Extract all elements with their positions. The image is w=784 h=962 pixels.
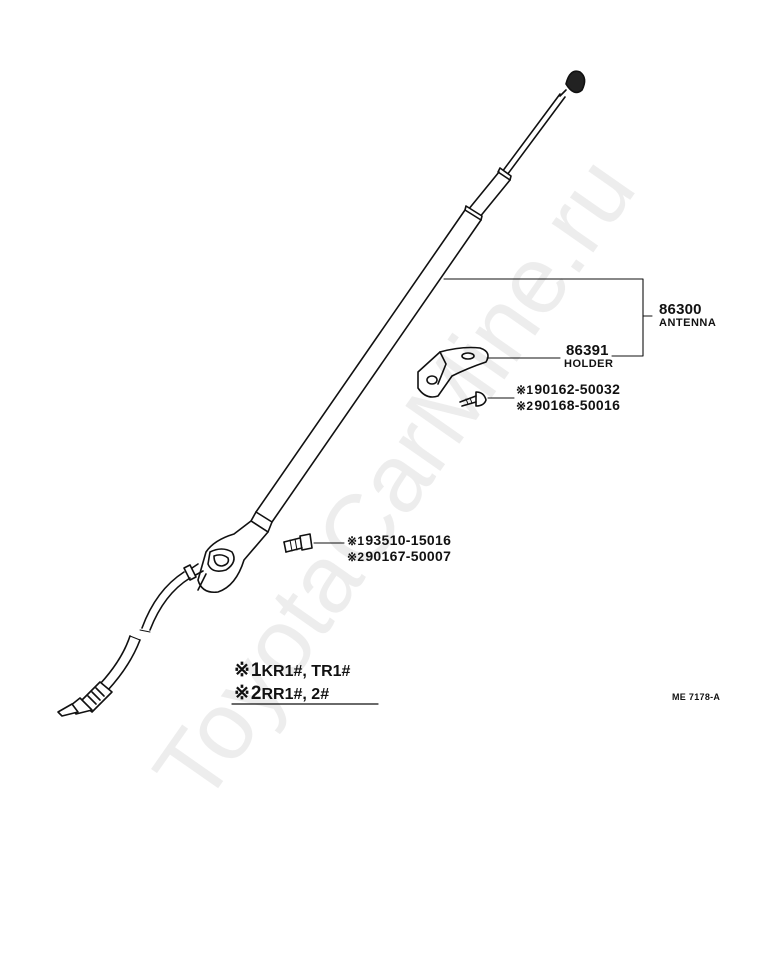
part-number: 93510-15016 xyxy=(365,532,452,548)
antenna-base xyxy=(183,520,269,594)
antenna-mast xyxy=(250,205,483,533)
note-mark: ※ xyxy=(234,683,250,704)
holder-screw xyxy=(459,391,487,407)
holder-part-number: 86391 xyxy=(566,342,609,359)
legend-number: 1 xyxy=(250,660,262,681)
holder-screw-part-1: ※190162-50032 xyxy=(516,382,620,396)
legend-row-1: ※1KR1#, TR1# xyxy=(234,661,350,680)
note-mark: ※2 xyxy=(516,399,534,413)
holder-caption: HOLDER xyxy=(564,358,614,370)
antenna-rod-thin xyxy=(501,93,566,176)
antenna-caption: ANTENNA xyxy=(659,317,717,329)
note-mark: ※1 xyxy=(516,383,534,397)
antenna-rod-middle xyxy=(467,167,512,219)
note-mark: ※1 xyxy=(347,534,365,548)
antenna-part-number: 86300 xyxy=(659,301,702,318)
part-number: 90168-50016 xyxy=(534,397,621,413)
holder-bracket xyxy=(417,346,489,398)
antenna-plug xyxy=(57,681,113,717)
legend-number: 2 xyxy=(250,683,262,704)
legend-row-2: ※2RR1#, 2# xyxy=(234,684,329,703)
antenna-cable xyxy=(99,571,191,691)
base-bolt xyxy=(283,533,313,553)
legend-models: KR1#, TR1# xyxy=(261,663,351,680)
diagram-code: ME 7178-A xyxy=(672,692,721,702)
note-mark: ※2 xyxy=(347,550,365,564)
leader-lines xyxy=(313,278,653,544)
part-number: 90167-50007 xyxy=(365,548,452,564)
part-number: 90162-50032 xyxy=(534,381,621,397)
base-bolt-part-1: ※193510-15016 xyxy=(347,533,451,547)
holder-screw-part-2: ※290168-50016 xyxy=(516,398,620,412)
legend-models: RR1#, 2# xyxy=(261,686,330,703)
base-bolt-part-2: ※290167-50007 xyxy=(347,549,451,563)
note-mark: ※ xyxy=(234,660,250,681)
antenna-tip xyxy=(559,70,586,97)
